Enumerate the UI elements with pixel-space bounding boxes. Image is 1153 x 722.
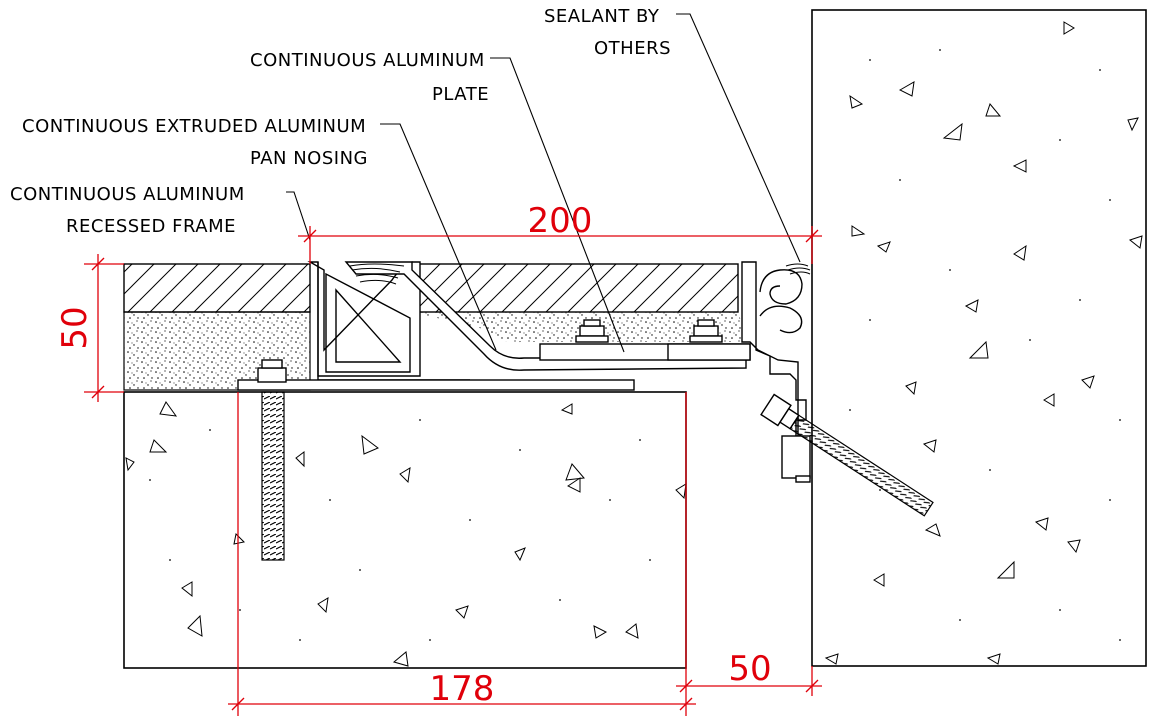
concrete-aggregate — [824, 21, 1143, 665]
left-concrete-slab — [123, 391, 687, 669]
label-nosing-line2: PAN NOSING — [250, 148, 368, 169]
right-concrete-slab — [811, 9, 1147, 667]
label-sealant-line2: OTHERS — [594, 38, 671, 59]
dimension-200: 200 — [298, 201, 822, 264]
leader-lines — [286, 13, 801, 353]
dimension-50-gap: 50 — [676, 649, 822, 696]
dimension-50-depth-text: 50 — [55, 306, 95, 349]
label-sealant-line1: SEALANT BY — [544, 6, 660, 27]
label-nosing-line1: CONTINUOUS EXTRUDED ALUMINUM — [22, 116, 366, 137]
left-anchor-screw — [257, 359, 287, 561]
dimension-178: 178 — [228, 392, 696, 716]
label-frame-line2: RECESSED FRAME — [66, 216, 236, 237]
callout-labels: SEALANT BY OTHERS CONTINUOUS ALUMINUM PL… — [10, 6, 671, 237]
label-frame-line1: CONTINUOUS ALUMINUM — [10, 184, 245, 205]
pan-nosing-infill — [411, 263, 748, 343]
recessed-frame — [237, 261, 635, 391]
concrete-speckle — [149, 49, 1121, 641]
concrete-aggregate — [125, 401, 687, 667]
dimension-200-text: 200 — [528, 201, 593, 241]
dimension-178-text: 178 — [430, 669, 495, 709]
label-plate-line1: CONTINUOUS ALUMINUM — [250, 50, 485, 71]
right-frame-profile — [741, 261, 811, 483]
plate-bolt-2 — [689, 319, 723, 343]
plate-bolt-1 — [575, 319, 609, 343]
left-floor-finish — [123, 263, 311, 391]
dimension-50-gap-text: 50 — [728, 649, 771, 689]
right-anchor-screw — [760, 393, 934, 517]
aluminum-plate — [539, 343, 751, 361]
label-plate-line2: PLATE — [432, 84, 489, 105]
dimension-50-depth: 50 — [55, 254, 124, 402]
